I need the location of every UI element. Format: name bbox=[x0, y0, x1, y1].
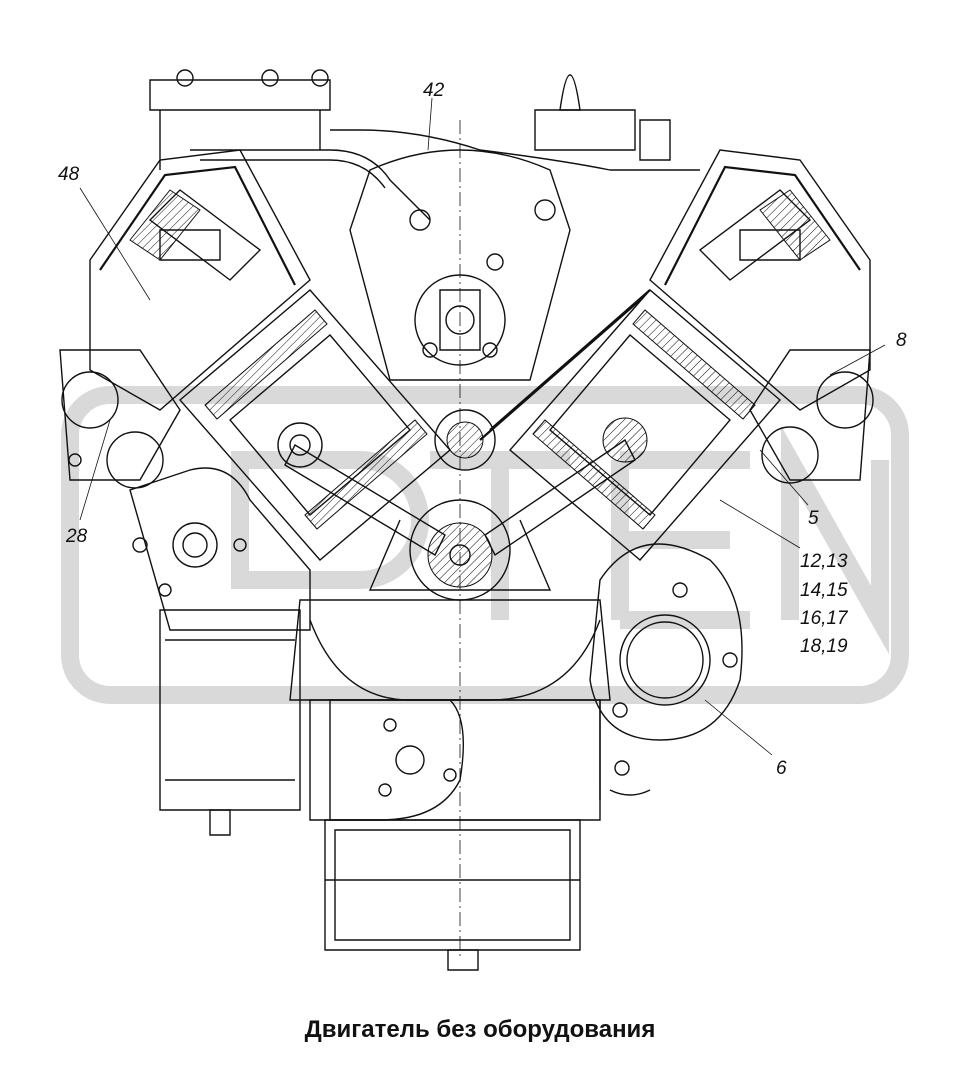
diagram-caption: Двигатель без оборудования bbox=[304, 1016, 656, 1043]
oil-filter bbox=[129, 467, 311, 836]
oil-pump bbox=[329, 699, 464, 821]
callout-labels: 42 48 8 28 5 12,13 14,15 16,17 18,19 6 bbox=[58, 80, 907, 779]
leader-lines bbox=[79, 97, 886, 756]
callout-5: 5 bbox=[808, 508, 819, 529]
watermark bbox=[61, 386, 909, 704]
camshaft bbox=[434, 289, 651, 471]
callout-28: 28 bbox=[65, 526, 88, 547]
top-bracket bbox=[534, 74, 671, 161]
callout-48: 48 bbox=[58, 164, 80, 185]
left-cylinder-bank bbox=[179, 289, 451, 561]
left-cylinder-head bbox=[89, 149, 311, 411]
callout-16-17: 16,17 bbox=[800, 608, 849, 629]
callout-6: 6 bbox=[776, 758, 787, 779]
crankcase bbox=[289, 599, 611, 821]
callout-18-19: 18,19 bbox=[800, 636, 848, 657]
right-cylinder-head bbox=[649, 149, 871, 411]
oil-pan bbox=[324, 120, 581, 971]
right-cylinder-bank bbox=[509, 289, 781, 561]
water-pump-flange bbox=[589, 543, 743, 800]
left-exhaust-manifold bbox=[59, 349, 181, 489]
callout-14-15: 14,15 bbox=[800, 580, 848, 601]
right-exhaust-manifold bbox=[749, 349, 874, 484]
callout-12-13: 12,13 bbox=[800, 551, 848, 572]
callout-42: 42 bbox=[423, 80, 445, 101]
callout-8: 8 bbox=[896, 330, 907, 351]
